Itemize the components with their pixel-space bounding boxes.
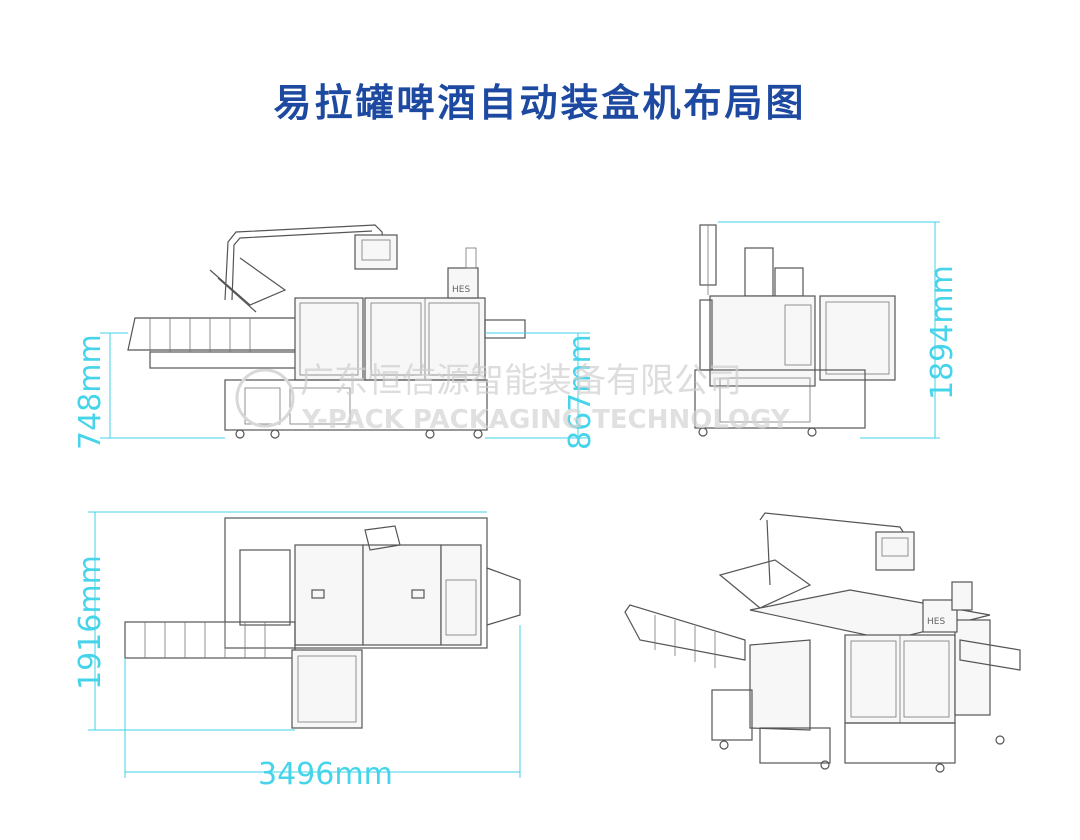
front-view: HES <box>127 224 526 439</box>
top-dimensions: 1916mm 3496mm <box>73 511 521 792</box>
side-view <box>694 224 896 437</box>
front-dimensions: 748mm 867mm <box>73 332 598 450</box>
page-title: 易拉罐啤酒自动装盒机布局图 <box>273 81 807 125</box>
dim-1916: 1916mm <box>73 555 108 690</box>
watermark-en: Y-PACK PACKAGING TECHNOLOGY <box>301 405 791 435</box>
iso-view: HES <box>624 512 1021 773</box>
dim-748: 748mm <box>73 334 108 450</box>
dim-1894: 1894mm <box>925 265 960 400</box>
hes-label: HES <box>452 285 470 295</box>
dim-867: 867mm <box>563 334 598 450</box>
watermark-cn: 广东恒信源智能装备有限公司 <box>300 361 742 401</box>
dim-3496: 3496mm <box>258 757 393 792</box>
iso-hes-label: HES <box>927 617 945 627</box>
side-dimensions: 1894mm <box>718 221 960 439</box>
top-view <box>124 517 521 729</box>
watermark: 广东恒信源智能装备有限公司 Y-PACK PACKAGING TECHNOLOG… <box>235 361 791 435</box>
